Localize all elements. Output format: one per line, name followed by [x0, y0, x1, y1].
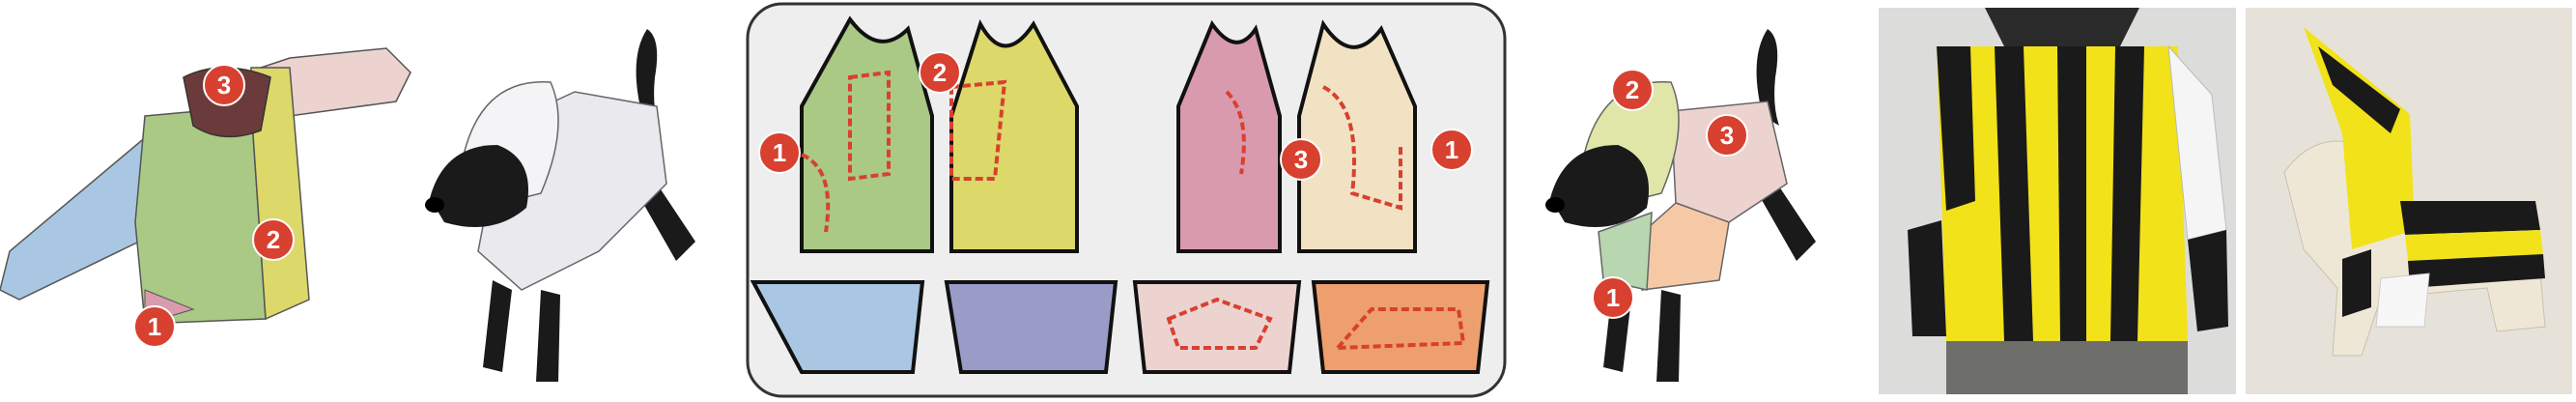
pattern-piece-hood-right — [1311, 280, 1490, 374]
dog-hood-yellow — [2304, 27, 2415, 249]
shirt-stripe — [2110, 46, 2144, 341]
dog-tail — [636, 29, 659, 126]
dog-nose — [425, 197, 444, 213]
pattern-seam-front-left-2 — [801, 153, 831, 233]
dog-colored-garment-illustration: 2 3 1 — [1545, 29, 1816, 382]
pattern-badge-1-left: 1 — [758, 131, 801, 174]
shirt-stripe — [1995, 46, 2033, 341]
shirt-stripe — [2057, 46, 2086, 341]
dog-front-leg-2 — [1656, 290, 1681, 382]
pattern-badge-3: 3 — [1280, 138, 1322, 181]
dog-badge-2: 2 — [1611, 69, 1654, 111]
dog-back-leg — [637, 184, 695, 261]
pattern-seam-back-right — [1322, 85, 1402, 211]
person-hair — [1985, 8, 2139, 46]
pattern-seam-back-left — [1225, 90, 1246, 175]
person-pants — [1946, 341, 2188, 394]
svg-text:2: 2 — [933, 58, 947, 87]
svg-text:3: 3 — [217, 71, 231, 100]
body-stripe — [2405, 230, 2543, 261]
dog-front-leg-2 — [536, 290, 560, 382]
dog-garment-body-pink — [1670, 100, 1788, 223]
pattern-seam-hood-right — [1333, 307, 1466, 351]
hood-stripe — [2318, 46, 2400, 133]
svg-text:1: 1 — [1606, 283, 1620, 312]
pattern-seam-hood-left — [1166, 297, 1273, 350]
shirt-badge-3: 3 — [203, 64, 245, 106]
shirt-front-panel — [134, 105, 267, 325]
shirt-badge-2: 2 — [252, 218, 295, 261]
dog-garment-chest — [1598, 211, 1653, 291]
svg-text:2: 2 — [1626, 75, 1639, 104]
photo-dog-illustration — [2246, 8, 2572, 394]
shirt-3d-illustration: 3 2 1 — [0, 47, 411, 348]
shirt-badge-1: 1 — [133, 305, 176, 348]
person-left-forearm — [1908, 220, 1946, 336]
pattern-piece-front-left — [800, 15, 934, 253]
dog-head — [1550, 145, 1649, 227]
pattern-piece-sleeve-blue — [750, 280, 925, 374]
pattern-badge-2: 2 — [919, 51, 961, 94]
dog-head — [430, 145, 528, 227]
svg-text:1: 1 — [148, 312, 161, 341]
dog-nose — [1545, 197, 1565, 213]
svg-text:1: 1 — [773, 138, 786, 167]
photo-dog-striped-hoodie — [2246, 8, 2572, 394]
svg-text:2: 2 — [267, 225, 280, 254]
pattern-badge-1-right: 1 — [1430, 129, 1473, 171]
pattern-seam-front-right — [949, 79, 1007, 181]
shirt-3d-panel: 3 2 1 — [0, 0, 425, 402]
dog-back-leg — [1758, 184, 1816, 261]
svg-text:3: 3 — [1720, 121, 1734, 150]
pattern-piece-hood-left — [1132, 280, 1302, 374]
dog-badge-3: 3 — [1706, 114, 1748, 157]
svg-text:1: 1 — [1445, 135, 1458, 164]
dog-colored-garment-panel: 2 3 1 — [1526, 0, 1854, 402]
photo-person-striped-shirt — [1879, 8, 2236, 394]
svg-text:3: 3 — [1294, 145, 1308, 174]
pattern-piece-back-right — [1297, 19, 1417, 253]
person-right-forearm — [2188, 230, 2228, 331]
dog-white-garment-panel — [406, 0, 734, 402]
dog-front-leg — [483, 280, 512, 372]
body-stripe — [2400, 201, 2540, 235]
dog-leg-sleeve — [2375, 273, 2430, 328]
pattern-piece-sleeve-purple — [944, 280, 1118, 374]
sewing-pattern-panel: 2 1 3 1 — [744, 0, 1509, 402]
dog-white-garment-illustration — [425, 29, 695, 382]
shirt-stripe — [1937, 46, 1975, 211]
sewing-pattern-illustration: 2 1 3 1 — [746, 2, 1507, 398]
dog-chest-stripe — [2342, 249, 2371, 317]
dog-badge-1: 1 — [1592, 276, 1634, 319]
pattern-piece-front-right — [949, 18, 1079, 253]
pattern-seam-front-left — [848, 70, 891, 182]
body-stripe — [2408, 254, 2545, 288]
pattern-piece-back-left — [1176, 19, 1282, 253]
photo-person-illustration — [1879, 8, 2236, 394]
